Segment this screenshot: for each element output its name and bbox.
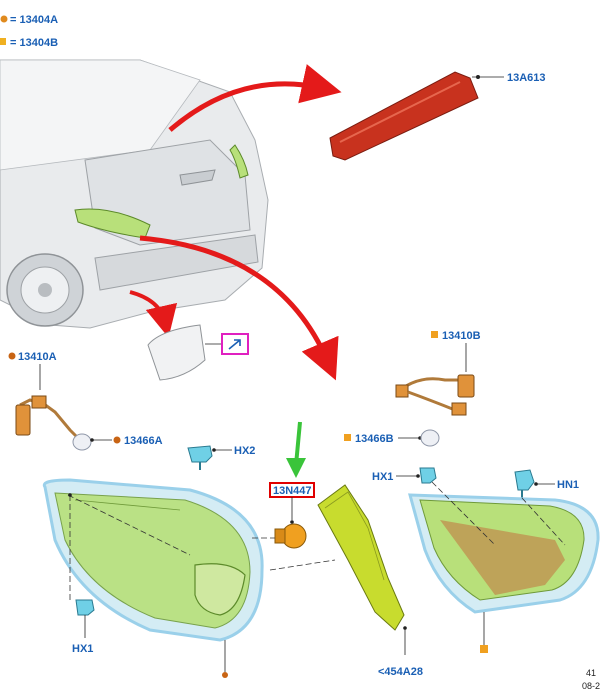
red-arrows — [129, 64, 342, 381]
corner-reference: 41 08-2 — [582, 668, 600, 691]
socket-hx1-right: HX1 — [372, 467, 437, 484]
socket-hx2: HX2 — [187, 445, 255, 470]
legend-dot-marker — [0, 15, 8, 23]
callout-454a28: <454A28 — [378, 666, 423, 678]
arrow-to-high-mount-lamp — [168, 64, 342, 132]
legend: = 13404A = 13404B — [0, 14, 58, 49]
brake-lens-area — [440, 520, 565, 595]
arrow-to-reflector — [129, 290, 178, 338]
green-arrow — [294, 421, 302, 466]
callout-13466a: 13466A — [124, 435, 163, 447]
high-mount-stop-lamp: 13A613 — [329, 71, 546, 161]
callout-hn1: HN1 — [557, 479, 579, 491]
connector-13410a — [15, 404, 31, 436]
connector-13410b — [457, 374, 475, 398]
left-tail-lamp — [42, 478, 264, 678]
bulb-13466a — [72, 433, 92, 451]
reference-arrow-icon — [228, 339, 241, 350]
socket-hx1-left: HX1 — [72, 599, 95, 655]
left-wiring: 13410A 13466A — [8, 351, 163, 451]
corner-line2: 08-2 — [582, 681, 600, 691]
arrow-to-tail-lamps — [139, 235, 339, 381]
gasket-454a28: <454A28 — [269, 484, 423, 678]
bulb-13466b — [420, 429, 440, 447]
legend-13404a: = 13404A — [10, 14, 58, 26]
car-illustration — [0, 59, 269, 329]
right-tail-lamp — [408, 481, 600, 653]
callout-13n447: 13N447 — [273, 485, 312, 497]
callout-hx1-left: HX1 — [72, 643, 93, 655]
reference-box — [221, 333, 249, 355]
legend-13404b: = 13404B — [10, 37, 58, 49]
callout-13466b: 13466B — [355, 433, 394, 445]
bulb-13n447 — [281, 523, 307, 549]
callout-13410a: 13410A — [18, 351, 57, 363]
callout-13410b: 13410B — [442, 330, 481, 342]
legend-square-marker — [0, 38, 6, 45]
socket-hn1: HN1 — [514, 469, 579, 498]
right-wiring: 13410B 13466B — [344, 330, 481, 447]
corner-line1: 41 — [586, 668, 596, 678]
callout-hx2: HX2 — [234, 445, 255, 457]
callout-hx1-right: HX1 — [372, 471, 393, 483]
callout-13a613: 13A613 — [507, 72, 546, 84]
bulb-13n447-group: 13N447 — [252, 421, 315, 549]
reflector-part — [147, 324, 249, 381]
